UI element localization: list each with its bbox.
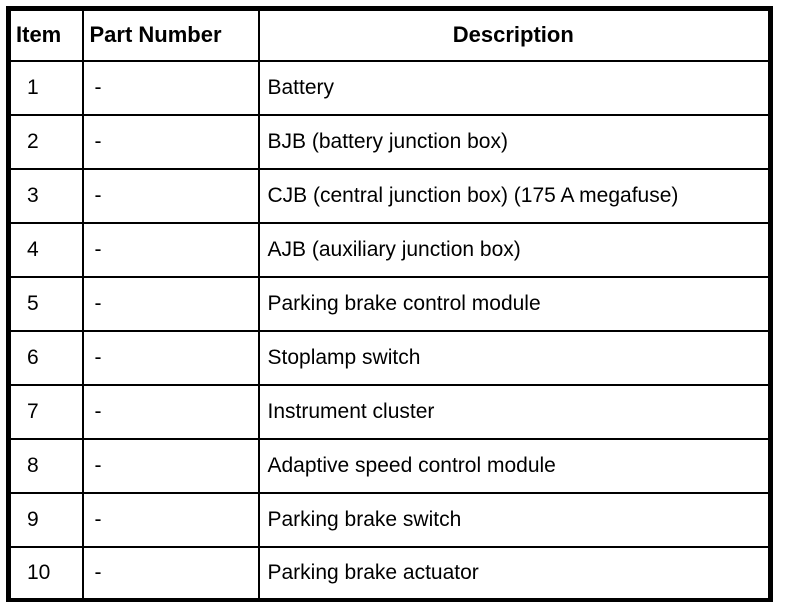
part-number-cell: -: [81, 383, 260, 440]
description-cell: Parking brake actuator: [257, 545, 772, 602]
item-cell: 1: [7, 59, 84, 116]
part-number-cell: -: [81, 59, 260, 116]
table-row: 3 - CJB (central junction box) (175 A me…: [7, 167, 772, 224]
header-description: Description: [257, 7, 772, 62]
description-cell: Stoplamp switch: [257, 329, 772, 386]
table-row: 4 - AJB (auxiliary junction box): [7, 221, 772, 278]
table-header: Item Part Number Description: [7, 7, 772, 62]
item-cell: 3: [7, 167, 84, 224]
part-number-cell: -: [81, 329, 260, 386]
description-cell: AJB (auxiliary junction box): [257, 221, 772, 278]
item-cell: 10: [7, 545, 84, 602]
table-row: 8 - Adaptive speed control module: [7, 437, 772, 494]
description-cell: Parking brake switch: [257, 491, 772, 548]
table-row: 2 - BJB (battery junction box): [7, 113, 772, 170]
item-cell: 8: [7, 437, 84, 494]
table-row: 5 - Parking brake control module: [7, 275, 772, 332]
description-cell: Battery: [257, 59, 772, 116]
item-cell: 9: [7, 491, 84, 548]
header-row: Item Part Number Description: [7, 7, 772, 62]
item-cell: 5: [7, 275, 84, 332]
description-cell: CJB (central junction box) (175 A megafu…: [257, 167, 772, 224]
table-row: 6 - Stoplamp switch: [7, 329, 772, 386]
table-body: 1 - Battery 2 - BJB (battery junction bo…: [7, 59, 772, 602]
table-row: 10 - Parking brake actuator: [7, 545, 772, 602]
description-cell: BJB (battery junction box): [257, 113, 772, 170]
table-row: 7 - Instrument cluster: [7, 383, 772, 440]
part-number-cell: -: [81, 275, 260, 332]
item-cell: 7: [7, 383, 84, 440]
header-part-number: Part Number: [81, 7, 260, 62]
description-cell: Adaptive speed control module: [257, 437, 772, 494]
part-number-cell: -: [81, 167, 260, 224]
description-cell: Instrument cluster: [257, 383, 772, 440]
part-number-cell: -: [81, 113, 260, 170]
part-number-cell: -: [81, 545, 260, 602]
part-number-cell: -: [81, 491, 260, 548]
parts-table: Item Part Number Description 1 - Battery…: [6, 6, 773, 602]
part-number-cell: -: [81, 437, 260, 494]
part-number-cell: -: [81, 221, 260, 278]
item-cell: 4: [7, 221, 84, 278]
item-cell: 2: [7, 113, 84, 170]
item-cell: 6: [7, 329, 84, 386]
table-row: 1 - Battery: [7, 59, 772, 116]
description-cell: Parking brake control module: [257, 275, 772, 332]
header-item: Item: [7, 7, 84, 62]
table-row: 9 - Parking brake switch: [7, 491, 772, 548]
